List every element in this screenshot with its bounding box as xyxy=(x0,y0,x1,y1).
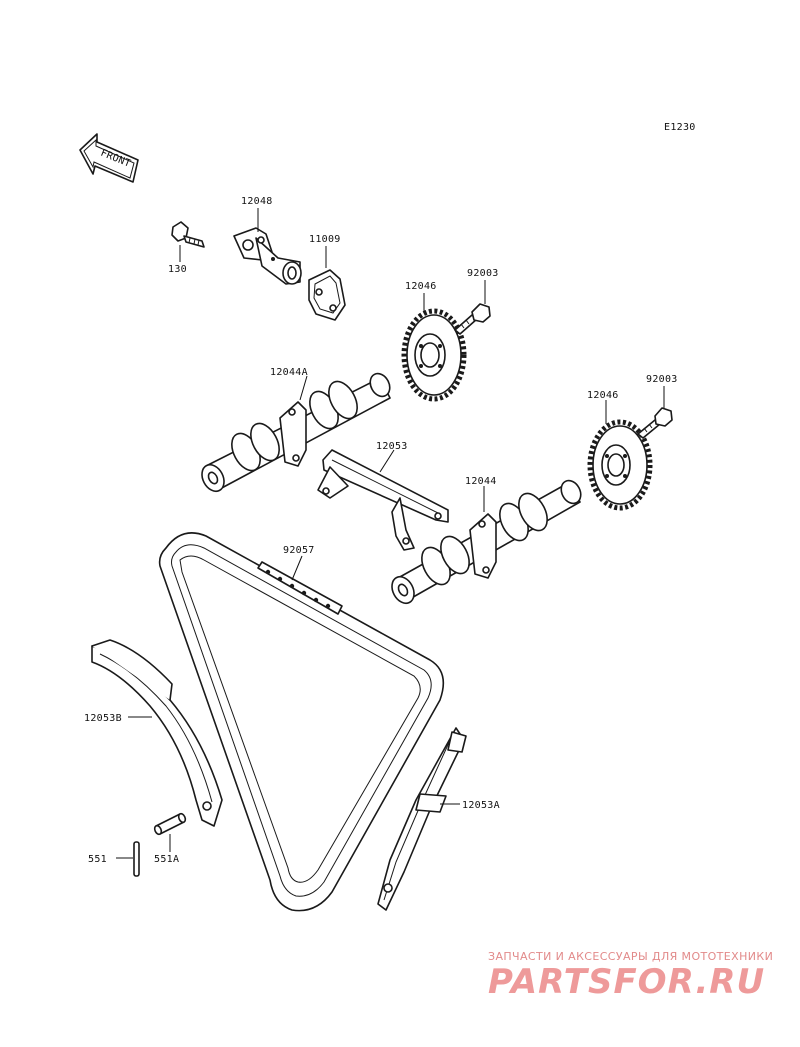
label-12044: 12044 xyxy=(465,476,497,487)
label-12046-top: 12046 xyxy=(405,281,437,292)
pin-551A xyxy=(153,812,187,836)
chain-guide-12053A xyxy=(377,727,467,911)
chain-guide-12053 xyxy=(317,449,449,551)
label-12044A: 12044A xyxy=(270,367,308,378)
camshaft-12044 xyxy=(391,479,582,605)
sprocket-12046-top xyxy=(401,308,467,402)
front-arrow-icon: FRONT xyxy=(79,133,139,183)
label-12053: 12053 xyxy=(376,441,408,452)
camshaft-12044A xyxy=(201,372,391,493)
bolt-92003-right xyxy=(637,407,673,439)
label-551A: 551A xyxy=(154,854,179,865)
timing-chain-92057 xyxy=(158,532,445,912)
label-12046-right: 12046 xyxy=(587,390,619,401)
label-11009: 11009 xyxy=(309,234,341,245)
label-12048: 12048 xyxy=(241,196,273,207)
label-12053A: 12053A xyxy=(462,800,500,811)
watermark-logo: PARTSFOR.RU xyxy=(488,962,766,1002)
label-130: 130 xyxy=(168,264,187,275)
label-92003-right: 92003 xyxy=(646,374,678,385)
bolt-130 xyxy=(171,221,205,248)
diagram-code: E1230 xyxy=(664,122,696,133)
label-551: 551 xyxy=(88,854,107,865)
pin-551 xyxy=(133,841,140,877)
label-12053B: 12053B xyxy=(84,713,122,724)
tensioner-12048 xyxy=(233,227,302,285)
sprocket-12046-right xyxy=(587,419,653,511)
bolt-92003-top xyxy=(454,303,491,335)
gasket-11009 xyxy=(308,269,346,321)
chain-guide-12053B xyxy=(91,639,223,827)
watermark-tagline: ЗАПЧАСТИ И АКСЕССУАРЫ ДЛЯ МОТОТЕХНИКИ xyxy=(488,950,774,963)
label-92003-top: 92003 xyxy=(467,268,499,279)
label-92057: 92057 xyxy=(283,545,315,556)
